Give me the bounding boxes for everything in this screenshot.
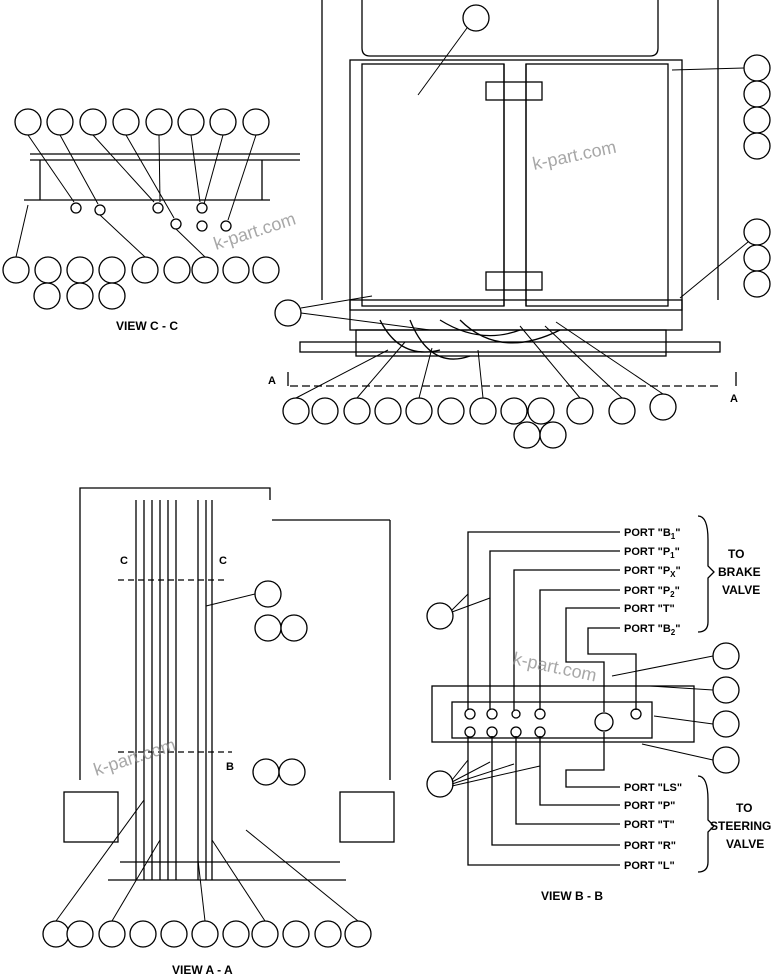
- view-c-leaders: [15, 134, 257, 258]
- port-t-brake-label: PORT "T": [624, 603, 675, 615]
- section-mark-b: B: [226, 761, 234, 773]
- port-p-steering-label: PORT "P": [624, 800, 675, 812]
- port-t-steering-label: PORT "T": [624, 819, 675, 831]
- section-mark-a-right: A: [730, 393, 738, 405]
- watermark-view-a: k-part.com: [91, 735, 178, 780]
- top-right-callouts: [274, 4, 771, 449]
- view-a-leaders: [55, 593, 359, 922]
- watermark-view-b: k-part.com: [511, 648, 598, 685]
- port-b2-label: PORT "B2": [624, 623, 680, 637]
- port-l-label: PORT "L": [624, 860, 675, 872]
- steering-group-line-1: TO: [736, 801, 752, 815]
- port-b1-label: PORT "B1": [624, 527, 680, 541]
- view-b-callouts: [426, 602, 740, 798]
- brake-group-line-1: TO: [728, 547, 744, 561]
- port-p1-label: PORT "P1": [624, 546, 680, 560]
- steering-group-line-2: STEERING: [710, 819, 771, 833]
- port-ls-label: PORT "LS": [624, 782, 682, 794]
- view-c-drawing: [24, 153, 300, 232]
- brake-group-line-2: BRAKE: [718, 565, 761, 579]
- view-a-title: VIEW A - A: [172, 963, 233, 977]
- view-a-callouts: [42, 580, 372, 948]
- port-p2-label: PORT "P2": [624, 585, 680, 599]
- steering-group-line-3: VALVE: [726, 837, 764, 851]
- view-b-drawing: [431, 515, 715, 873]
- view-b-leaders: [451, 593, 714, 787]
- port-r-label: PORT "R": [624, 840, 676, 852]
- port-px-label: PORT "PX": [624, 565, 681, 579]
- watermark-top: k-part.com: [531, 137, 618, 174]
- view-c-title: VIEW C - C: [116, 319, 178, 333]
- brake-group-line-3: VALVE: [722, 583, 760, 597]
- view-b-title: VIEW B - B: [541, 889, 603, 903]
- watermark-view-c: k-part.com: [211, 209, 298, 254]
- view-c-callouts: [2, 108, 280, 310]
- section-mark-c-left: C: [120, 555, 128, 567]
- top-right-leaders: [295, 27, 749, 399]
- top-right-assembly: [287, 0, 737, 387]
- view-a-drawing: [63, 487, 395, 881]
- section-mark-c-right: C: [219, 555, 227, 567]
- section-mark-a-left: A: [268, 375, 276, 387]
